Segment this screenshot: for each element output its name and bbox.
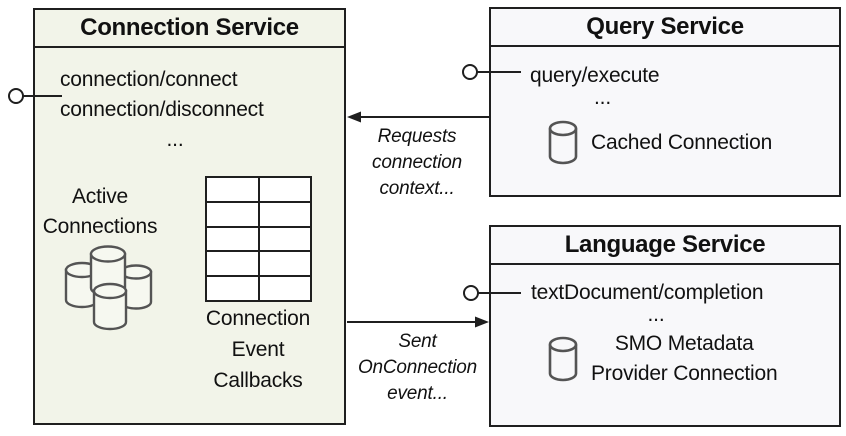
connection-event-callbacks-label: Connection Event Callbacks [205,307,311,392]
table-cell [207,227,258,251]
database-cluster-icon [64,245,153,331]
table-cell [207,277,258,300]
method-connection-disconnect: connection/disconnect [60,98,264,121]
cached-connection-label: Cached Connection [591,130,773,154]
connection-service-box: Connection Service connection/connect co… [33,8,346,425]
active-connections-label: Active Connections [42,185,158,238]
table-cell [259,227,310,251]
connection-callbacks-table [205,176,312,302]
method-query-execute: query/execute [530,64,660,87]
table-cell [207,178,258,201]
query-methods-ellipsis: ... [594,86,611,109]
requests-connection-arrow [347,111,489,123]
table-cell [259,277,310,300]
query-service-title: Query Service [491,9,839,47]
table-cell [207,252,258,276]
query-service-box: Query Service query/execute ... Cached C… [489,7,841,197]
database-icon [548,120,578,165]
sent-onconnection-arrow [347,316,489,328]
smo-metadata-label: SMO Metadata Provider Connection [591,332,778,385]
smo-metadata-row: SMO Metadata Provider Connection [548,329,778,389]
language-service-title: Language Service [491,227,839,265]
table-cell [259,178,310,201]
cached-connection-row: Cached Connection [548,120,772,165]
table-cell [207,202,258,226]
language-methods-ellipsis: ... [647,303,665,326]
table-cell [259,252,310,276]
sent-onconnection-event-label: Sent OnConnection event... [357,331,478,404]
table-cell [259,202,310,226]
requests-connection-context-label: Requests connection context... [372,126,462,199]
methods-ellipsis: ... [166,128,184,151]
language-service-box: Language Service textDocument/completion… [489,225,841,427]
connection-service-methods: connection/connect connection/disconnect… [60,65,290,155]
method-connection-connect: connection/connect [60,68,238,91]
method-textdocument-completion: textDocument/completion [531,281,764,304]
connection-service-title: Connection Service [35,10,344,48]
database-icon [548,336,578,382]
